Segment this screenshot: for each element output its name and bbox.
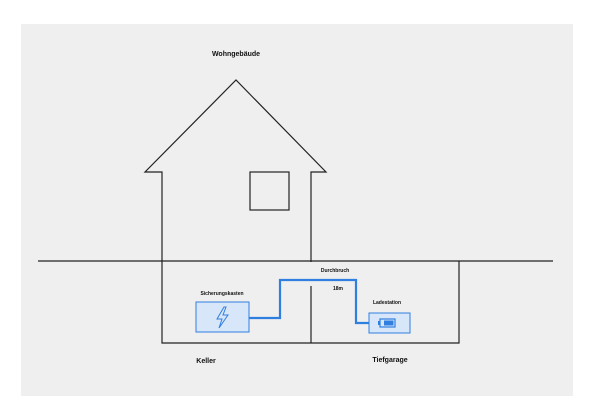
fuse-box-label: Sicherungskasten	[200, 291, 243, 297]
house-outline	[143, 79, 328, 262]
breakthrough-label: Durchbruch	[321, 268, 349, 274]
house-window	[249, 171, 290, 211]
building-label: Wohngebäude	[212, 51, 260, 58]
basement-label: Keller	[196, 358, 216, 365]
lightning-icon	[216, 306, 229, 329]
diagram-background	[21, 24, 573, 396]
charging-station-label: Ladestation	[373, 300, 401, 306]
cable-route	[249, 278, 369, 325]
fuse-box	[195, 301, 250, 333]
garage-label: Tiefgarage	[372, 357, 407, 364]
battery-icon	[378, 318, 396, 328]
distance-label: 18m	[333, 286, 344, 292]
